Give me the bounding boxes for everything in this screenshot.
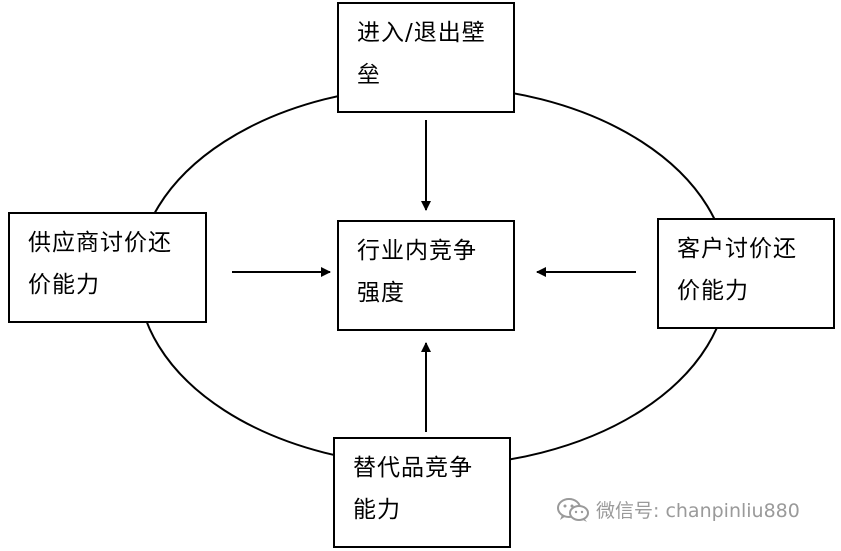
wechat-icon — [557, 497, 589, 522]
supplier-power-label-line2: 价能力 — [28, 272, 100, 298]
customer-power-box: 客户讨价还 价能力 — [657, 218, 835, 329]
industry-rivalry-label-line2: 强度 — [357, 280, 405, 306]
supplier-power-box: 供应商讨价还 价能力 — [8, 212, 207, 323]
watermark-text: 微信号: chanpinliu880 — [596, 500, 800, 522]
watermark: 微信号: chanpinliu880 — [556, 496, 800, 523]
substitutes-label-line2: 能力 — [353, 497, 401, 523]
customer-power-label-line1: 客户讨价还 — [677, 236, 797, 262]
entry-exit-barriers-label-line1: 进入/退出壁 — [357, 20, 486, 46]
entry-exit-barriers-box: 进入/退出壁 垒 — [337, 2, 515, 113]
entry-exit-barriers-label-line2: 垒 — [357, 62, 381, 88]
customer-power-label-line2: 价能力 — [677, 278, 749, 304]
industry-rivalry-label-line1: 行业内竞争 — [357, 238, 477, 264]
substitutes-label-line1: 替代品竞争 — [353, 455, 473, 481]
industry-rivalry-box: 行业内竞争 强度 — [337, 220, 515, 331]
supplier-power-label-line1: 供应商讨价还 — [28, 230, 172, 256]
substitutes-box: 替代品竞争 能力 — [333, 437, 511, 548]
